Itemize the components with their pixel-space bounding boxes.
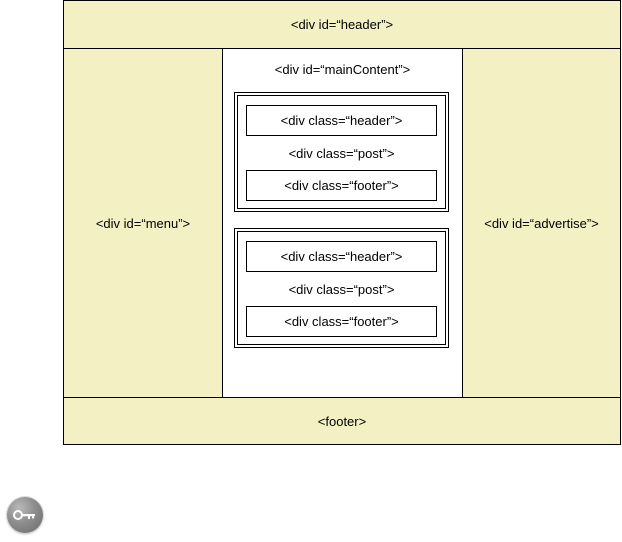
footer-region-label: <footer> <box>317 413 367 429</box>
key-icon <box>7 497 43 533</box>
menu-region: <div id=“menu”> <box>63 48 223 398</box>
post-header-box: <div class=“header”> <box>246 105 437 136</box>
post-header-box: <div class=“header”> <box>246 241 437 272</box>
main-content-region: <div id=“mainContent”> <div class=“heade… <box>222 48 463 398</box>
layout-diagram: <div id=“header”> <div id=“menu”> <div i… <box>63 0 621 445</box>
post-container: <div class=“header”> <div class=“post”> … <box>234 92 449 212</box>
advertise-region-label: <div id=“advertise”> <box>484 215 599 231</box>
post-label: <div class=“post”> <box>288 282 395 297</box>
main-content-label: <div id=“mainContent”> <box>274 62 411 77</box>
menu-region-label: <div id=“menu”> <box>95 215 191 231</box>
post-footer-box: <div class=“footer”> <box>246 170 437 201</box>
post-label: <div class=“post”> <box>288 146 395 161</box>
key-icon-glyph <box>13 510 35 520</box>
post-footer-label: <div class=“footer”> <box>284 178 399 193</box>
post-header-label: <div class=“header”> <box>280 249 403 264</box>
footer-region: <footer> <box>63 397 621 445</box>
post-footer-label: <div class=“footer”> <box>284 314 399 329</box>
header-region-label: <div id=“header”> <box>290 17 394 32</box>
advertise-region: <div id=“advertise”> <box>462 48 621 398</box>
post-footer-box: <div class=“footer”> <box>246 306 437 337</box>
header-region: <div id=“header”> <box>63 0 621 49</box>
post-container: <div class=“header”> <div class=“post”> … <box>234 228 449 348</box>
post-header-label: <div class=“header”> <box>280 113 403 128</box>
